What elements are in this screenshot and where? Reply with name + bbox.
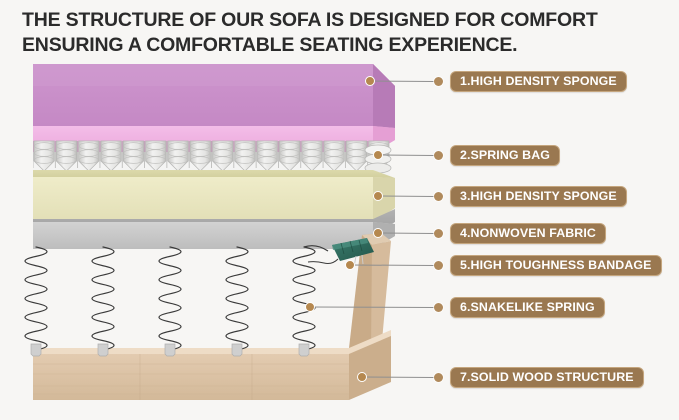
spring-clips [30,343,310,357]
layer-high-density-sponge-mid [33,170,395,222]
layer-toughness-bandage [307,238,374,268]
callout-badge-toughness-bandage[interactable]: 5.HIGH TOUGHNESS BANDAGE [450,255,662,276]
callout-badge-pocket-spring-bag[interactable]: 2.SPRING BAG [450,145,561,166]
callout-badge-dot-toughness-bandage [434,261,443,270]
callout-badge-dot-pocket-spring-bag [434,151,443,160]
callout-badge-high-density-sponge-mid[interactable]: 3.HIGH DENSITY SPONGE [450,186,627,207]
layer-high-density-sponge-top [33,64,395,153]
layer-solid-wood-structure [33,233,391,400]
layer-snakelike-spring [24,245,329,351]
callout-badge-nonwoven-fabric[interactable]: 4.NONWOVEN FABRIC [450,223,606,244]
callout-leader-lines [305,76,435,382]
callout-badge-snakelike-spring[interactable]: 6.SNAKELIKE SPRING [450,297,605,318]
callout-badge-dot-solid-wood-structure [434,373,443,382]
callout-badge-dot-snakelike-spring [434,303,443,312]
callout-badge-dot-high-density-sponge-mid [434,192,443,201]
callout-badge-dot-high-density-sponge-top [434,77,443,86]
callout-badge-dot-nonwoven-fabric [434,229,443,238]
callout-badge-solid-wood-structure[interactable]: 7.SOLID WOOD STRUCTURE [450,367,644,388]
page-title: THE STRUCTURE OF OUR SOFA IS DESIGNED FO… [22,9,598,56]
callout-badge-high-density-sponge-top[interactable]: 1.HIGH DENSITY SPONGE [450,71,627,92]
